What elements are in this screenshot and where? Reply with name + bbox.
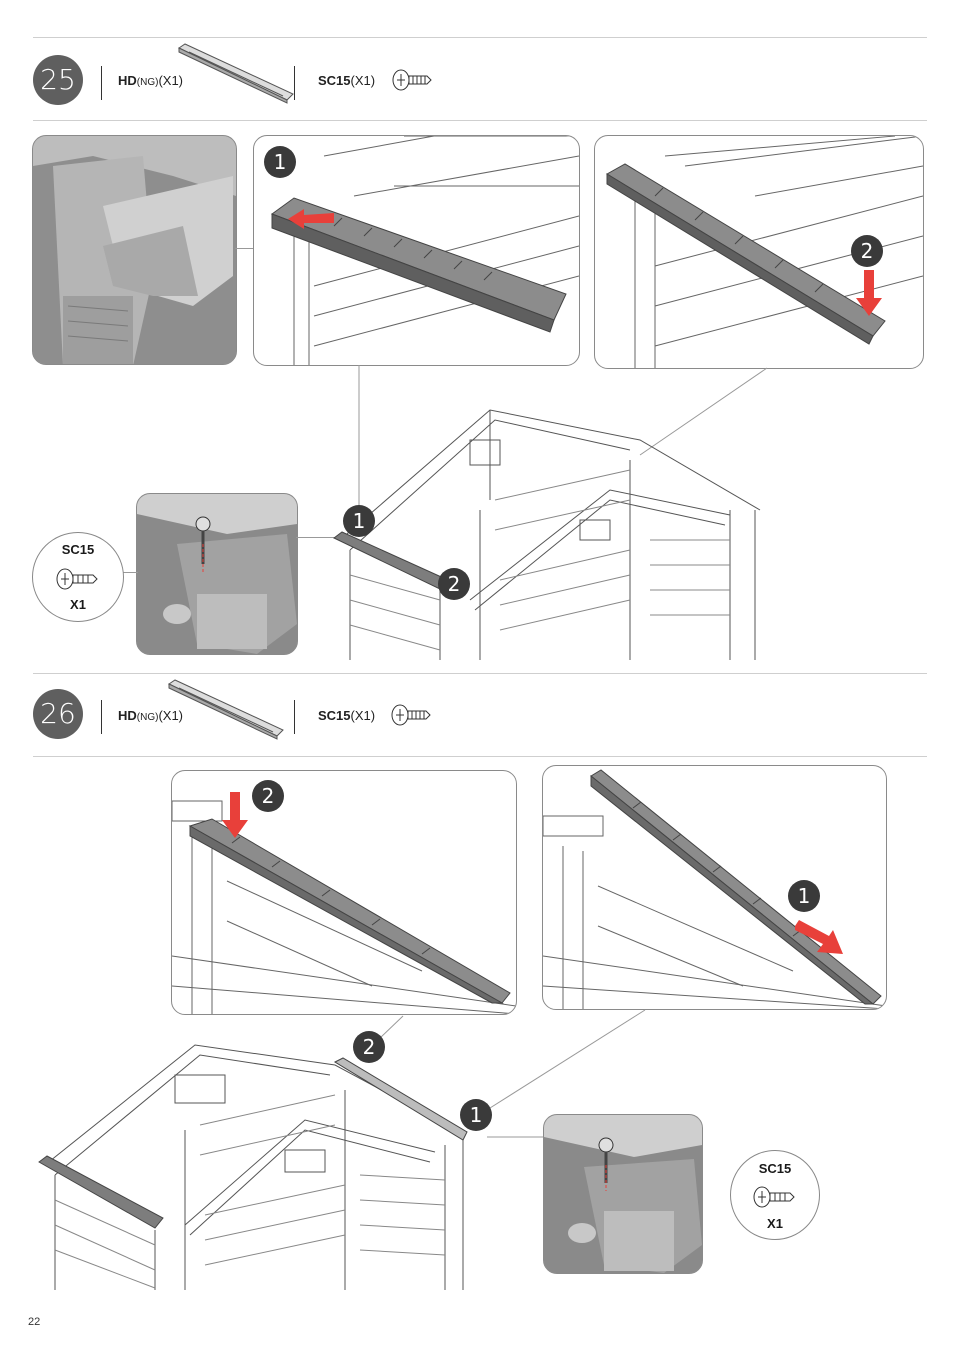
- part-label-sc15: SC15(X1): [318, 73, 376, 88]
- separator: [101, 700, 102, 734]
- step-number-25: 25: [33, 55, 83, 105]
- connector-line: [235, 248, 255, 249]
- callout-2: 2: [252, 780, 284, 812]
- separator: [294, 66, 295, 100]
- page-number: 22: [28, 1316, 41, 1328]
- shed-illustration-26: [38, 1044, 468, 1290]
- connector-line: [296, 537, 338, 538]
- callout-2: 2: [438, 568, 470, 600]
- callout-2: 2: [353, 1031, 385, 1063]
- separator: [294, 700, 295, 734]
- photo-screw-detail: [136, 493, 298, 655]
- callout-2: 2: [851, 235, 883, 267]
- red-arrow-icon: [795, 920, 843, 954]
- red-arrow-icon: [856, 270, 882, 316]
- screw-icon: [56, 568, 98, 590]
- step-divider: [33, 673, 927, 674]
- callout-1: 1: [343, 505, 375, 537]
- callout-1: 1: [788, 880, 820, 912]
- top-divider: [33, 37, 927, 38]
- photo-screw-detail: [543, 1114, 703, 1274]
- red-arrow-icon: [222, 792, 248, 838]
- part-label-hd: HD(NG)(X1): [118, 73, 184, 88]
- panel-press-ridge: [594, 135, 924, 369]
- step-number-26: 26: [33, 689, 83, 739]
- screw-icon: [392, 69, 432, 91]
- screw-icon: [391, 704, 431, 726]
- panel-slide-side-ridge: [542, 765, 887, 1010]
- callout-1: 1: [460, 1099, 492, 1131]
- red-arrow-icon: [288, 209, 334, 229]
- connector-lines: [358, 365, 768, 510]
- header-divider: [33, 120, 927, 121]
- part-label-hd: HD(NG)(X1): [118, 708, 184, 723]
- screw-icon: [753, 1186, 795, 1208]
- panel-press-side-ridge: [171, 770, 517, 1015]
- callout-1: 1: [264, 146, 296, 178]
- screw-callout-sc15: SC15 X1: [32, 532, 124, 622]
- connector-lines: [379, 1009, 646, 1138]
- header-divider: [33, 756, 927, 757]
- ridge-bar-icon: [177, 43, 294, 104]
- connector-line: [116, 572, 138, 573]
- separator: [101, 66, 102, 100]
- ridge-bar-icon: [167, 679, 284, 740]
- photo-detail-ridge: [32, 135, 237, 365]
- screw-callout-sc15: SC15 X1: [730, 1150, 820, 1240]
- panel-slide-ridge: [253, 135, 580, 366]
- shed-illustration-25: [333, 409, 761, 660]
- part-label-sc15: SC15(X1): [318, 708, 376, 723]
